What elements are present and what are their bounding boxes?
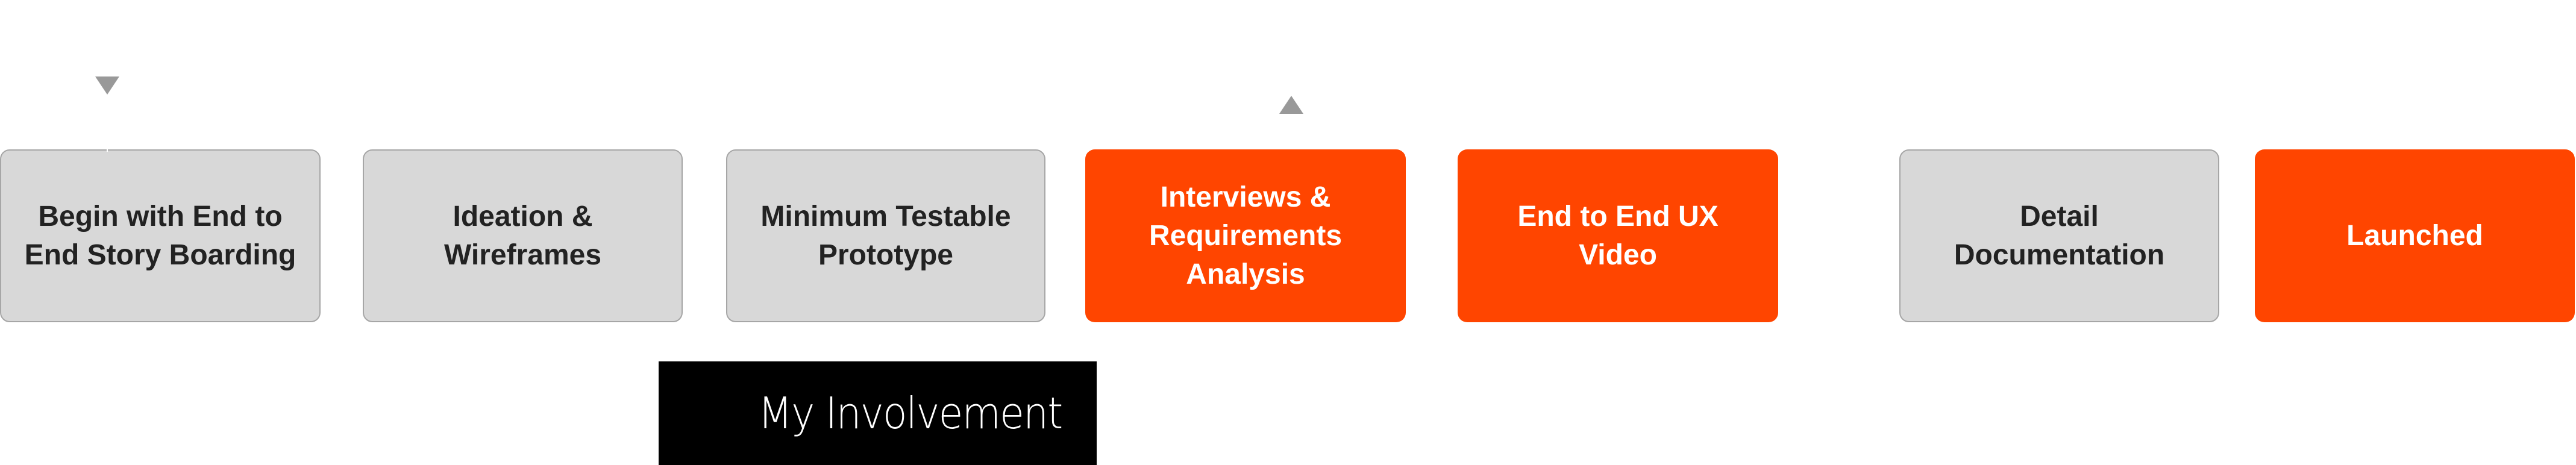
step-label: Ideation & Wireframes (443, 200, 602, 271)
connector-tick (107, 149, 108, 152)
step-detail-documentation: Detail Documentation (1899, 149, 2219, 322)
step-launched: Launched (2255, 149, 2575, 322)
step-ux-video: End to End UX Video (1458, 149, 1778, 322)
step-minimum-testable-prototype: Minimum Testable Prototype (726, 149, 1045, 322)
step-label: Begin with End to End Story Boarding (24, 200, 296, 271)
step-interviews-requirements: Interviews & Requirements Analysis (1085, 149, 1406, 322)
step-label: Interviews & Requirements Analysis (1149, 181, 1343, 290)
triangle-up-icon (1279, 96, 1303, 114)
step-label: Detail Documentation (1954, 200, 2165, 271)
step-story-boarding: Begin with End to End Story Boarding (0, 149, 321, 322)
step-ideation-wireframes: Ideation & Wireframes (363, 149, 683, 322)
involvement-label: My Involvement (757, 388, 1063, 438)
step-label: Minimum Testable Prototype (760, 200, 1011, 271)
triangle-down-icon (95, 76, 119, 95)
my-involvement-legend: My Involvement (659, 361, 1097, 465)
step-label: End to End UX Video (1517, 200, 1719, 271)
step-label: Launched (2346, 219, 2483, 252)
